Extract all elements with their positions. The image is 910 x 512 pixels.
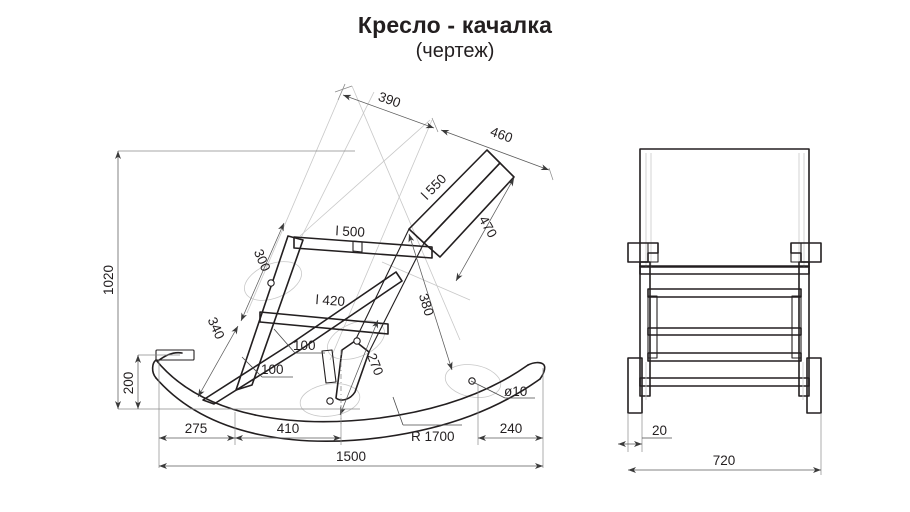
dimension-200: 200 — [121, 354, 180, 409]
dimension-l550: l 550 — [418, 171, 449, 202]
dim-label: 410 — [277, 421, 300, 436]
side-view: 390 460 l 550 470 380 — [101, 83, 554, 469]
dimension-720: 720 — [628, 413, 822, 475]
dimension-1020: 1020 — [101, 150, 360, 410]
extension-line — [334, 85, 353, 93]
dim-label: 100 — [293, 338, 316, 353]
dim-label: 1500 — [336, 449, 366, 464]
dim-label: l 550 — [418, 171, 449, 202]
dim-label: ø10 — [504, 384, 527, 399]
dim-label-l500: l 500 — [335, 223, 365, 240]
dimension-1500: 1500 — [159, 449, 543, 469]
dimension-20: 20 — [618, 413, 672, 452]
dim-label: 720 — [713, 453, 736, 468]
dim-label: 380 — [416, 292, 437, 318]
front-rocker-ends — [627, 357, 822, 414]
front-armrest-brackets — [627, 242, 822, 263]
front-side-posts — [639, 261, 810, 397]
front-view: 20 720 — [618, 148, 822, 475]
dimension-100-lower: 100 — [241, 356, 293, 378]
dim-label: 200 — [121, 372, 136, 395]
dimension-380: 380 — [408, 233, 453, 371]
dimension-300: 300 — [240, 222, 285, 322]
dim-label: 20 — [652, 423, 667, 438]
dimension-100-upper: 100 — [273, 328, 325, 354]
dimension-chain-bottom: 275 410 240 — [158, 360, 544, 468]
dimension-390: 390 — [337, 83, 435, 129]
dim-label: 1020 — [101, 265, 116, 295]
dim-label: 270 — [364, 351, 386, 378]
front-horizontal-rails — [639, 265, 810, 387]
dim-label: 460 — [488, 124, 514, 146]
dim-label: 390 — [376, 89, 402, 111]
dim-label: 100 — [261, 362, 284, 377]
dimension-340: 340 — [197, 315, 239, 398]
rocker-runner — [151, 351, 546, 442]
dimension-460: 460 — [431, 117, 550, 171]
dim-label: 300 — [251, 247, 274, 274]
dim-label: 470 — [476, 213, 500, 240]
dim-label: R 1700 — [411, 429, 455, 444]
dimension-radius: R 1700 — [392, 396, 462, 444]
dim-label: 240 — [500, 421, 523, 436]
dim-label-l420: l 420 — [315, 292, 345, 309]
seat-frame-member — [202, 271, 403, 405]
seat-rail — [259, 311, 389, 335]
dim-label: 340 — [205, 315, 228, 342]
dim-label: 275 — [185, 421, 208, 436]
lower-stretcher — [321, 349, 337, 384]
extension-line — [548, 167, 554, 181]
dimension-hole-dia: ø10 — [470, 380, 535, 399]
front-backrest-panel — [639, 148, 810, 268]
